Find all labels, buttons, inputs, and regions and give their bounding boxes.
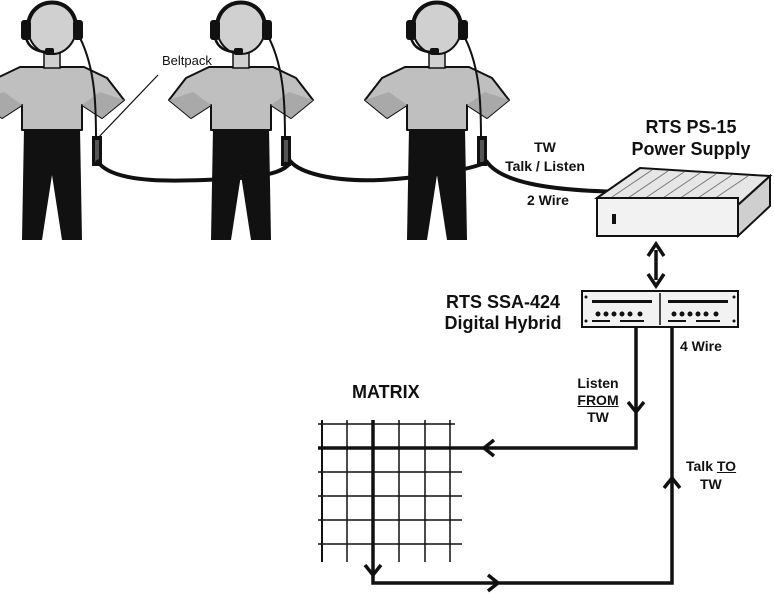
four-wire-label: 4 Wire bbox=[680, 339, 722, 354]
ps15-subtitle: Power Supply bbox=[606, 140, 774, 160]
talk-word: Talk bbox=[686, 458, 713, 474]
person-3 bbox=[365, 2, 509, 240]
two-wire-label: 2 Wire bbox=[527, 193, 569, 208]
talk-label: Talk TO bbox=[686, 459, 736, 474]
listen-label: Listen bbox=[568, 376, 628, 391]
talk-tw-label: TW bbox=[700, 477, 722, 492]
ssa424-subtitle: Digital Hybrid bbox=[428, 314, 578, 334]
from-label: FROM bbox=[568, 393, 628, 408]
to-label: TO bbox=[717, 458, 736, 474]
matrix-grid bbox=[318, 420, 480, 570]
ps15-ssa-link bbox=[648, 244, 664, 286]
beltpack-label: Beltpack bbox=[162, 54, 212, 68]
talk-path bbox=[365, 327, 680, 591]
matrix-label: MATRIX bbox=[352, 383, 420, 403]
person-1 bbox=[0, 2, 124, 240]
talk-listen-label: Talk / Listen bbox=[490, 159, 600, 174]
ps15-title: RTS PS-15 bbox=[616, 118, 766, 138]
ssa424-digital-hybrid bbox=[582, 291, 738, 327]
listen-tw-label: TW bbox=[568, 410, 628, 425]
ssa424-title: RTS SSA-424 bbox=[428, 293, 578, 313]
person-2 bbox=[169, 2, 313, 240]
listen-path bbox=[480, 327, 644, 456]
tw-label: TW bbox=[500, 140, 590, 155]
ps15-power-supply bbox=[597, 168, 770, 236]
